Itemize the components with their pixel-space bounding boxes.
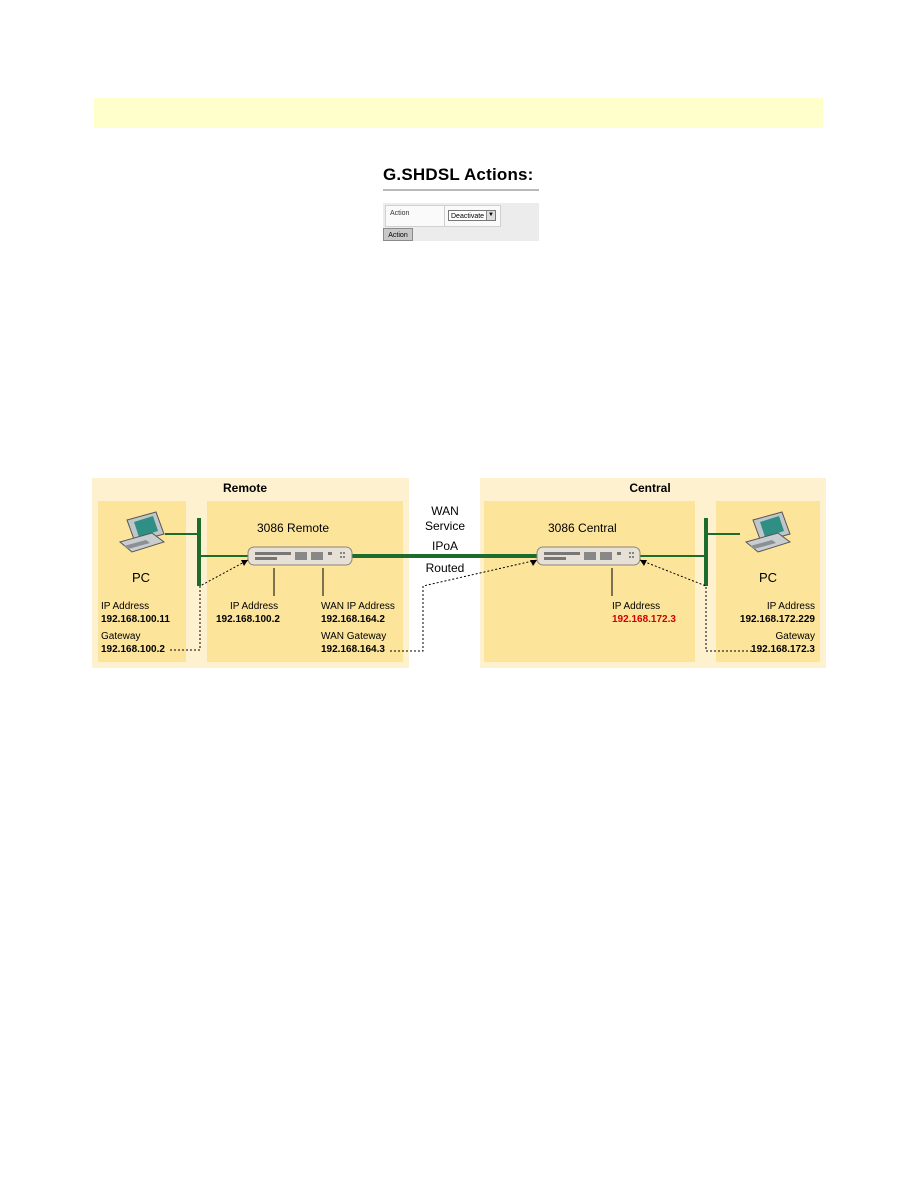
remote-pc-ip: 192.168.100.11 <box>101 614 170 625</box>
remote-device-name: 3086 Remote <box>257 521 330 535</box>
central-zone-title: Central <box>629 481 671 495</box>
diagram-lines <box>118 511 792 652</box>
remote-lan-ip-label: IP Address <box>230 601 279 612</box>
note-bar <box>94 98 823 128</box>
remote-wan-gw: 192.168.164.3 <box>321 644 385 655</box>
network-diagram: Remote Central <box>90 476 828 670</box>
central-pc-ip: 192.168.172.229 <box>739 614 815 625</box>
row-divider <box>444 206 445 226</box>
gshdsl-actions-panel: G.SHDSL Actions: Action Deactivate ▼ Act… <box>383 165 539 241</box>
central-pc-gw: 192.168.172.3 <box>751 644 815 655</box>
wan-service-label: WAN Service <box>412 504 478 534</box>
remote-pc-ip-label: IP Address <box>101 601 150 612</box>
wan-line2: Service <box>424 519 465 533</box>
wan-ipoa-label: IPoA <box>431 539 458 553</box>
central-ip: 192.168.172.3 <box>612 614 676 625</box>
central-pc-gw-label: Gateway <box>775 631 815 642</box>
central-ip-label: IP Address <box>612 601 661 612</box>
central-device-name: 3086 Central <box>548 521 617 535</box>
remote-pc-icon <box>118 511 166 553</box>
central-pc-label: PC <box>759 570 778 585</box>
remote-wan-ip: 192.168.164.2 <box>321 614 385 625</box>
remote-pc-label: PC <box>132 570 151 585</box>
central-pc-icon <box>744 511 792 553</box>
panel-form: Action Deactivate ▼ Action <box>383 203 539 241</box>
central-pc-ip-label: IP Address <box>766 601 815 612</box>
central-router-icon <box>536 546 641 566</box>
action-button[interactable]: Action <box>383 228 413 241</box>
action-row: Action Deactivate ▼ <box>385 205 501 227</box>
remote-router-icon <box>247 546 353 566</box>
remote-wan-gw-label: WAN Gateway <box>321 631 387 642</box>
central-device-zone <box>484 501 695 662</box>
chevron-down-icon: ▼ <box>486 211 495 220</box>
remote-gateway-arrow <box>170 559 249 651</box>
remote-wan-ip-label: WAN IP Address <box>321 601 395 612</box>
remote-device-zone <box>207 501 403 662</box>
wan-gateway-arrow <box>390 559 538 652</box>
remote-zone-title: Remote <box>222 481 267 495</box>
action-row-label: Action <box>390 210 410 217</box>
remote-pc-gw: 192.168.100.2 <box>101 644 165 655</box>
wan-routed-label: Routed <box>425 561 465 575</box>
action-select[interactable]: Deactivate ▼ <box>448 210 496 221</box>
action-select-value: Deactivate <box>451 213 485 220</box>
remote-pc-gw-label: Gateway <box>101 631 141 642</box>
remote-lan-ip: 192.168.100.2 <box>216 614 280 625</box>
panel-title: G.SHDSL Actions: <box>383 165 539 191</box>
wan-line1: WAN <box>431 504 459 518</box>
